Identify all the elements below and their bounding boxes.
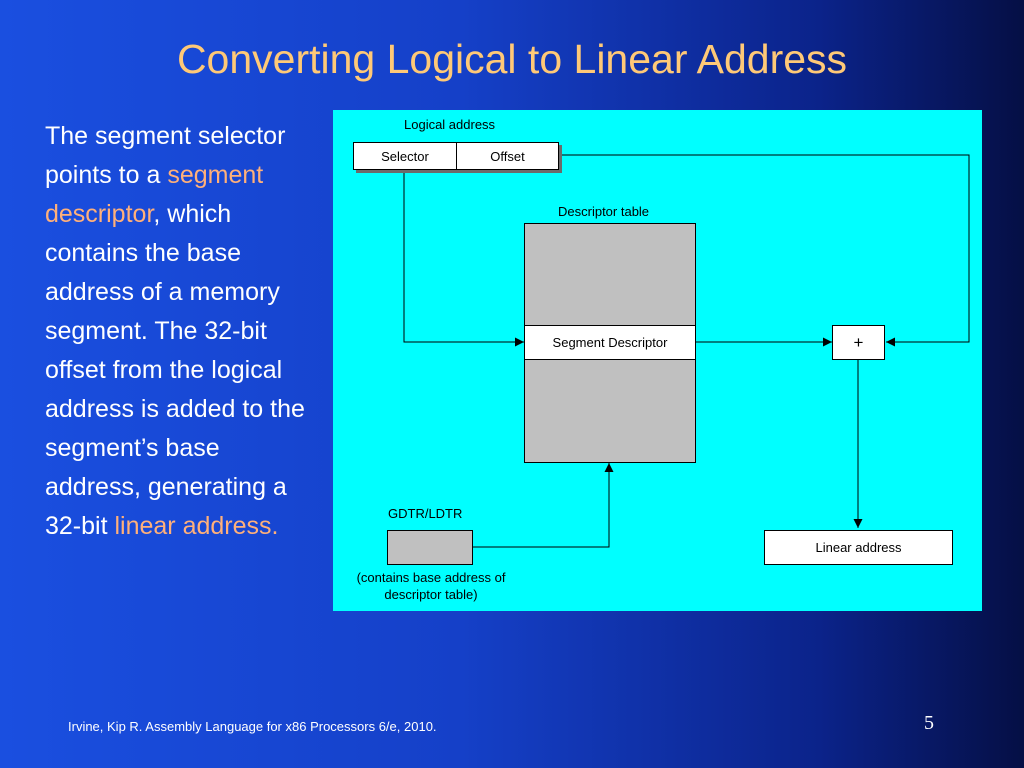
gdtr-note: (contains base address of descriptor tab… bbox=[356, 570, 506, 602]
body-part-1: The segment selector points to a bbox=[45, 122, 286, 189]
offset-to-adder-arrow bbox=[561, 154, 970, 347]
highlight-linear-address: linear address bbox=[114, 512, 272, 540]
adder-box: + bbox=[832, 325, 885, 360]
selector-box: Selector bbox=[353, 142, 457, 170]
linear-address-label: Linear address bbox=[815, 540, 902, 555]
segment-descriptor-box: Segment Descriptor bbox=[524, 325, 696, 360]
segment-descriptor-label: Segment Descriptor bbox=[552, 335, 668, 350]
descriptor-table-label: Descriptor table bbox=[558, 204, 650, 219]
page-number: 5 bbox=[924, 712, 934, 734]
offset-label: Offset bbox=[490, 148, 525, 164]
gdtr-label: GDTR/LDTR bbox=[388, 506, 463, 521]
logical-address-label: Logical address bbox=[404, 117, 496, 132]
slide-body-text: The segment selector points to a segment… bbox=[45, 117, 320, 546]
gdtr-register bbox=[387, 530, 473, 565]
highlight-segment-descriptor: segment descriptor bbox=[45, 161, 264, 228]
gdtr-to-table-arrow bbox=[473, 463, 614, 548]
body-part-2: , which contains the base address of a m… bbox=[45, 200, 305, 540]
linear-address-box: Linear address bbox=[764, 530, 953, 565]
body-part-3: . bbox=[271, 512, 279, 540]
adder-plus-icon: + bbox=[853, 332, 864, 352]
diagram-connectors bbox=[403, 154, 970, 548]
selector-label: Selector bbox=[381, 148, 429, 164]
slide-title: Converting Logical to Linear Address bbox=[176, 36, 848, 82]
offset-box: Offset bbox=[456, 142, 559, 170]
selector-to-descriptor-arrow bbox=[403, 172, 524, 347]
address-translation-diagram: Logical address Selector Offset Descript… bbox=[333, 110, 982, 611]
citation-footer: Irvine, Kip R. Assembly Language for x86… bbox=[68, 719, 437, 734]
